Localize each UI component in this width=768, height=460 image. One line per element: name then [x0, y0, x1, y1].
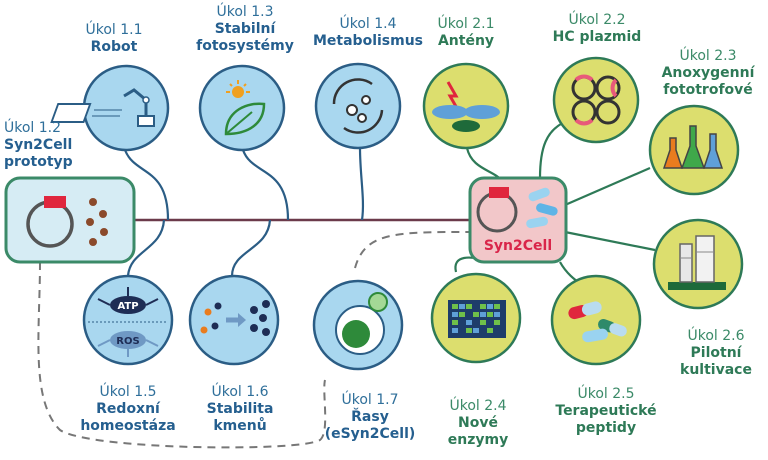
task-title-line-1: Řasy [351, 409, 389, 425]
task-2-5-label: Úkol 2.5 Terapeutické peptidy [548, 386, 664, 437]
robot-icon [50, 64, 170, 152]
task-title-line-1: Anoxygenní [661, 65, 755, 81]
ros-text: ROS [116, 336, 139, 347]
task-1-4-label: Úkol 1.4 Metabolismus [306, 16, 430, 50]
task-number: Úkol 1.4 [339, 16, 397, 32]
task-title-line-2: (eSyn2Cell) [324, 426, 416, 442]
task-2-2-label: Úkol 2.2 HC plazmid [548, 12, 646, 46]
prototype-cell [4, 176, 136, 264]
link-1-1 [123, 149, 170, 221]
algae-icon [312, 279, 404, 371]
atp-text: ATP [117, 301, 138, 312]
link-1-5 [126, 219, 166, 277]
task-title-line-2: peptidy [575, 420, 637, 436]
task-1-6-label: Úkol 1.6 Stabilita kmenů [198, 384, 282, 435]
task-title-line-1: Redoxní [96, 401, 160, 417]
task-title-line-2: homeostáza [80, 418, 176, 434]
task-title-line-1: Nové [458, 415, 498, 431]
task-title-line-2: prototyp [4, 154, 73, 170]
task-1-5-label: Úkol 1.5 Redoxní homeostáza [72, 384, 184, 435]
bioreactor-icon [652, 218, 744, 310]
task-title-line-2: fotosystémy [196, 38, 294, 54]
task-1-3-label: Úkol 1.3 Stabilní fotosystémy [190, 4, 300, 55]
task-title: HC plazmid [552, 29, 642, 45]
task-title: Robot [90, 39, 138, 55]
task-2-3-label: Úkol 2.3 Anoxygenní fototrofové [652, 48, 764, 99]
task-number: Úkol 2.2 [568, 12, 626, 28]
leaf-sun-icon [198, 64, 286, 152]
center-label: Syn2Cell [483, 238, 553, 254]
center-cell [468, 176, 568, 264]
link-2-3 [564, 166, 651, 207]
plasmid-icon [552, 56, 640, 144]
link-2-6 [564, 230, 656, 252]
task-number: Úkol 2.4 [449, 398, 507, 414]
atp-ros-icon: ATP ROS [82, 274, 174, 366]
strain-stability-icon [188, 274, 280, 366]
task-2-1-label: Úkol 2.1 Antény [426, 16, 506, 50]
antenna-icon [422, 62, 510, 150]
task-title-line-1: Terapeutické [555, 403, 657, 419]
flasks-icon [648, 104, 740, 196]
task-number: Úkol 2.6 [687, 328, 745, 344]
capsules-icon [550, 274, 642, 366]
task-number: Úkol 1.1 [85, 22, 143, 38]
dashed-link-prototype-algae [37, 261, 327, 449]
link-1-4 [358, 147, 365, 221]
task-1-1-label: Úkol 1.1 Robot [74, 22, 154, 56]
dashed-link-algae-center [354, 231, 471, 269]
task-number: Úkol 2.5 [577, 386, 635, 402]
task-number: Úkol 2.1 [437, 16, 495, 32]
enzyme-plate-icon [430, 272, 522, 364]
task-title: Antény [437, 33, 495, 49]
link-1-6 [230, 219, 272, 277]
link-1-3 [241, 149, 290, 221]
task-title-line-1: Pilotní [690, 345, 742, 361]
task-number: Úkol 1.5 [99, 384, 157, 400]
task-title-line-2: enzymy [447, 432, 509, 448]
task-2-4-label: Úkol 2.4 Nové enzymy [438, 398, 518, 449]
task-title-line-2: kmenů [213, 418, 267, 434]
task-number: Úkol 1.7 [341, 392, 399, 408]
task-1-2-label: Úkol 1.2 Syn2Cell prototyp [0, 120, 82, 171]
task-number: Úkol 1.6 [211, 384, 269, 400]
metabolism-icon [314, 62, 402, 150]
task-2-6-label: Úkol 2.6 Pilotní kultivace [670, 328, 762, 379]
task-number: Úkol 1.3 [216, 4, 274, 20]
task-title-line-1: Syn2Cell [4, 137, 73, 153]
task-1-7-label: Úkol 1.7 Řasy (eSyn2Cell) [320, 392, 420, 443]
task-title: Metabolismus [312, 33, 424, 49]
task-number: Úkol 2.3 [679, 48, 737, 64]
task-title-line-2: fototrofové [663, 82, 753, 98]
task-title-line-1: Stabilita [206, 401, 274, 417]
task-number: Úkol 1.2 [4, 120, 62, 136]
task-title-line-1: Stabilní [214, 21, 276, 37]
task-title-line-2: kultivace [680, 362, 752, 378]
